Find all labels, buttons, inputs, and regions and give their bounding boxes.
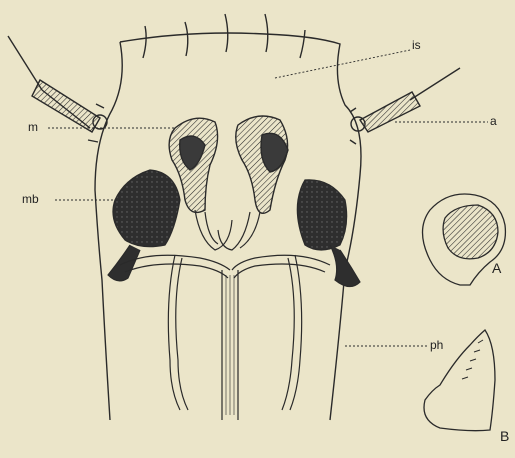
- mouth-brushes: [108, 170, 360, 287]
- label-m: m: [28, 120, 38, 134]
- label-a: a: [490, 114, 497, 128]
- left-antenna: [8, 36, 107, 142]
- label-inset-a: A: [492, 260, 501, 276]
- label-is: is: [412, 38, 421, 52]
- right-antenna: [350, 68, 460, 144]
- mandibles: [169, 116, 288, 213]
- label-ph: ph: [430, 338, 443, 352]
- label-inset-b: B: [500, 428, 509, 444]
- label-mb: mb: [22, 192, 39, 206]
